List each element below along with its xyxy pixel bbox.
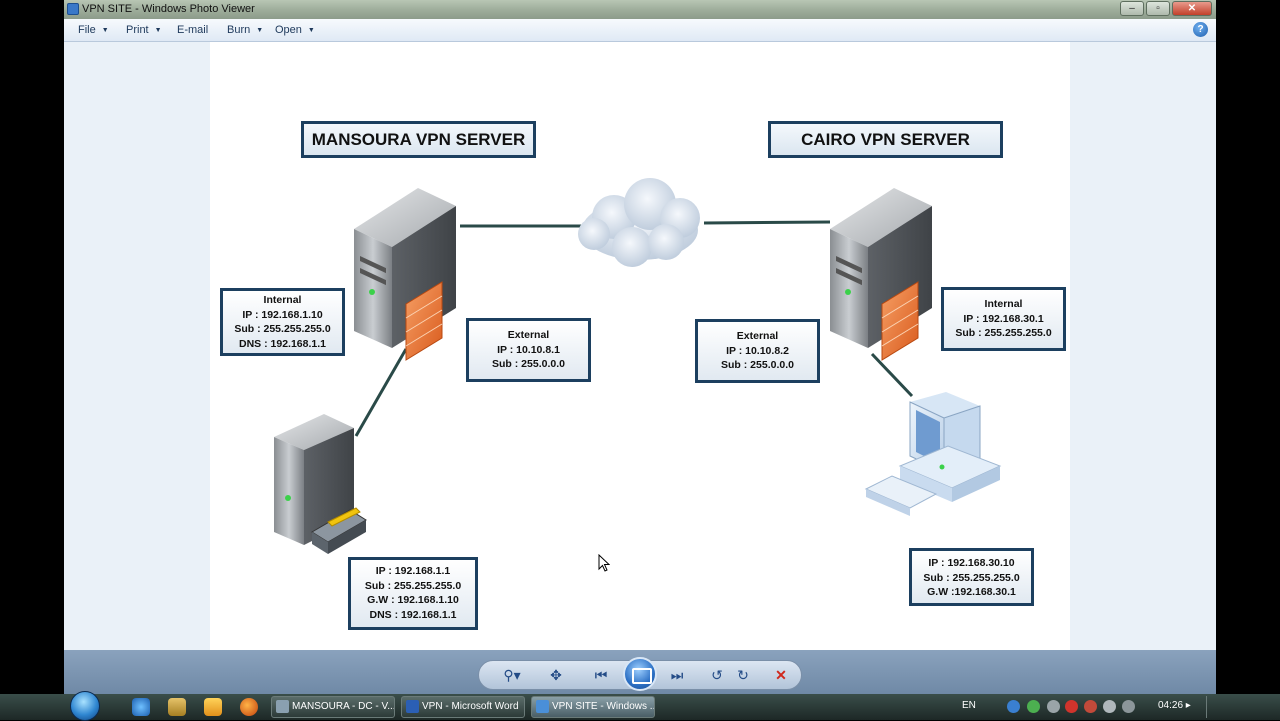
language-indicator[interactable]: EN [962, 700, 976, 711]
next-icon[interactable]: ⏭ [670, 667, 684, 683]
tray-help-icon[interactable] [1007, 700, 1020, 713]
menu-email-label: E-mail [177, 24, 209, 36]
delete-icon[interactable]: ✕ [775, 667, 787, 683]
explorer-folder-icon[interactable] [168, 698, 186, 716]
cairo-server-icon [830, 188, 932, 361]
mansoura-external-heading: External [507, 329, 550, 341]
cairo-internal-ip: IP : 192.168.30.1 [963, 312, 1044, 325]
mansoura-client-ip: IP : 192.168.1.1 [375, 565, 451, 577]
link-cairo-client [870, 352, 914, 398]
network-diagram [274, 178, 1002, 554]
menu-print[interactable]: Print ▼ [126, 24, 162, 36]
menu-file[interactable]: File ▼ [78, 24, 109, 36]
app-launcher-icon[interactable] [204, 698, 222, 716]
cairo-server-title: CAIRO VPN SERVER [768, 121, 1003, 158]
mansoura-internal-box: Internal IP : 192.168.1.10 Sub : 255.255… [220, 288, 345, 356]
cairo-internal-box: Internal IP : 192.168.30.1 Sub : 255.255… [941, 287, 1066, 351]
show-desktop-button[interactable] [1206, 696, 1216, 718]
mansoura-external-ip: IP : 10.10.8.1 [497, 343, 560, 356]
menu-burn[interactable]: Burn ▼ [227, 24, 263, 36]
tray-power-icon[interactable] [1084, 700, 1097, 713]
photo-viewer-window: VPN SITE - Windows Photo Viewer ‒ ▫ ✕ Fi… [64, 0, 1216, 694]
window-title: VPN SITE - Windows Photo Viewer [82, 3, 255, 15]
photo-viewer-icon [536, 700, 549, 713]
link-cloud-cairo [703, 220, 831, 225]
menu-open[interactable]: Open ▼ [275, 24, 315, 36]
word-icon [406, 700, 419, 713]
menu-file-label: File [78, 24, 96, 36]
mansoura-external-sub: Sub : 255.0.0.0 [492, 358, 565, 370]
vm-icon [276, 700, 289, 713]
task-label: MANSOURA - DC - V... [292, 701, 395, 712]
tray-volume-icon[interactable] [1103, 700, 1116, 713]
mansoura-client-gw: G.W : 192.168.1.10 [367, 594, 459, 606]
mansoura-internal-ip: IP : 192.168.1.10 [242, 308, 323, 321]
window-controls: ‒ ▫ ✕ [1120, 1, 1212, 18]
mansoura-client-sub: Sub : 255.255.255.0 [364, 579, 462, 592]
menu-burn-label: Burn [227, 24, 251, 36]
image-viewer-area: MANSOURA VPN SERVER CAIRO VPN SERVER Int… [64, 42, 1216, 650]
task-label: VPN - Microsoft Word [422, 701, 519, 712]
cairo-external-heading: External [736, 330, 779, 342]
task-label: VPN SITE - Windows ... [552, 701, 655, 712]
chevron-down-icon: ▼ [256, 27, 264, 34]
chevron-down-icon: ▼ [307, 27, 315, 34]
chevron-down-icon: ▼ [101, 27, 109, 34]
cairo-internal-sub: Sub : 255.255.255.0 [955, 327, 1052, 339]
mansoura-client-server-icon [274, 414, 367, 554]
cairo-external-box: External IP : 10.10.8.2 Sub : 255.0.0.0 [695, 319, 820, 383]
start-button[interactable] [70, 691, 100, 721]
rotate-clockwise-icon[interactable]: ↻ [737, 667, 749, 683]
tray-display-icon[interactable] [1122, 700, 1135, 713]
tray-alert-icon[interactable] [1065, 700, 1078, 713]
tray-network-icon[interactable] [1047, 700, 1060, 713]
clock[interactable]: 04:26 ▸ [1158, 700, 1191, 711]
menu-bar: File ▼ Print ▼ E-mail Burn ▼ Open ▼ ? [64, 19, 1216, 42]
cairo-external-ip: IP : 10.10.8.2 [726, 344, 789, 357]
task-microsoft-word[interactable]: VPN - Microsoft Word [401, 696, 525, 718]
mansoura-internal-heading: Internal [263, 294, 302, 306]
taskbar: MANSOURA - DC - V... VPN - Microsoft Wor… [0, 691, 1280, 721]
minimize-button[interactable]: ‒ [1120, 1, 1144, 16]
previous-icon[interactable]: ⏮ [594, 667, 608, 683]
internet-cloud-icon [578, 178, 700, 267]
cairo-external-sub: Sub : 255.0.0.0 [721, 359, 794, 371]
mouse-cursor-icon [598, 554, 610, 572]
mansoura-client-dns: DNS : 192.168.1.1 [369, 608, 457, 621]
cairo-client-gw: G.W :192.168.30.1 [927, 586, 1016, 598]
mansoura-internal-sub: Sub : 255.255.255.0 [234, 323, 331, 335]
menu-open-label: Open [275, 24, 302, 36]
firefox-icon[interactable] [240, 698, 258, 716]
task-mansoura-dc[interactable]: MANSOURA - DC - V... [271, 696, 395, 718]
mansoura-external-box: External IP : 10.10.8.1 Sub : 255.0.0.0 [466, 318, 591, 382]
maximize-button[interactable]: ▫ [1146, 1, 1170, 16]
mansoura-server-title: MANSOURA VPN SERVER [301, 121, 536, 158]
zoom-icon[interactable]: ⚲▾ [503, 667, 521, 683]
chevron-down-icon: ▼ [154, 27, 162, 34]
slideshow-button[interactable] [623, 657, 657, 691]
task-photo-viewer[interactable]: VPN SITE - Windows ... [531, 696, 655, 718]
close-button[interactable]: ✕ [1172, 1, 1212, 16]
rotate-counterclockwise-icon[interactable]: ↺ [711, 667, 723, 683]
link-mansoura-client [354, 348, 408, 437]
help-icon[interactable]: ? [1193, 22, 1208, 37]
app-icon [67, 3, 79, 15]
mansoura-internal-dns: DNS : 192.168.1.1 [239, 337, 326, 350]
viewer-control-bar: ⚲▾ ✥ ⏮ ⏭ ↺ ↻ ✕ [64, 650, 1216, 694]
cairo-client-pc-icon [864, 392, 1002, 516]
menu-print-label: Print [126, 24, 149, 36]
menu-email[interactable]: E-mail [177, 24, 208, 36]
cairo-internal-heading: Internal [984, 298, 1023, 310]
tray-sync-icon[interactable] [1027, 700, 1040, 713]
displayed-picture: MANSOURA VPN SERVER CAIRO VPN SERVER Int… [210, 42, 1070, 650]
mansoura-client-box: IP : 192.168.1.1 Sub : 255.255.255.0 G.W… [348, 557, 478, 630]
cairo-client-box: IP : 192.168.30.10 Sub : 255.255.255.0 G… [909, 548, 1034, 606]
mansoura-server-icon [354, 188, 456, 361]
title-bar[interactable]: VPN SITE - Windows Photo Viewer ‒ ▫ ✕ [64, 0, 1216, 19]
cairo-client-sub: Sub : 255.255.255.0 [923, 571, 1020, 584]
actual-size-icon[interactable]: ✥ [550, 667, 562, 683]
internet-explorer-icon[interactable] [132, 698, 150, 716]
cairo-client-ip: IP : 192.168.30.10 [928, 557, 1015, 569]
